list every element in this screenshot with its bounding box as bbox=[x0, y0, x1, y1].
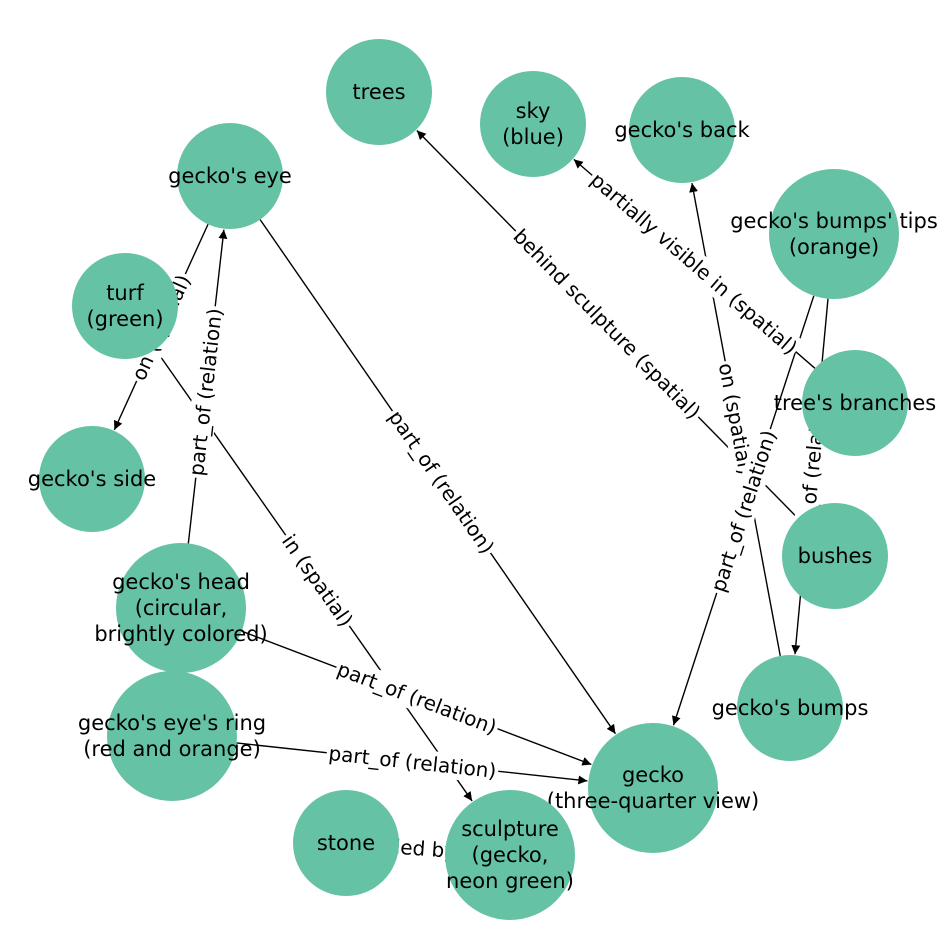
node-circle bbox=[39, 426, 145, 532]
graph-node: gecko's bumps bbox=[712, 655, 869, 761]
node-circle bbox=[588, 723, 718, 853]
graph-node: gecko's head(circular,brightly colored) bbox=[94, 543, 268, 673]
graph-node: turf(green) bbox=[72, 253, 178, 359]
edge-label-background bbox=[712, 358, 760, 480]
graph-node: tree's branches bbox=[774, 350, 937, 456]
edge-label-group: part_of (relation) bbox=[331, 655, 503, 741]
edge-label-group: part_of (relation) bbox=[182, 304, 229, 480]
edge-label-background bbox=[275, 527, 360, 634]
graph-node: gecko's bumps' tips(orange) bbox=[730, 169, 938, 299]
node-label-line: (gecko, bbox=[472, 843, 549, 867]
edge-label: part_of (relation) bbox=[384, 406, 500, 558]
node-label-line: (circular, bbox=[135, 596, 228, 620]
edge-label-background bbox=[506, 222, 708, 426]
graph-node: sculpture(gecko,neon green) bbox=[445, 790, 575, 920]
node-circle bbox=[480, 71, 586, 177]
edge-label-background bbox=[381, 403, 502, 561]
node-label-line: gecko's back bbox=[614, 118, 750, 142]
node-circle bbox=[293, 790, 399, 896]
node-circle bbox=[326, 39, 432, 145]
node-label-line: gecko's head bbox=[112, 570, 250, 594]
node-circle bbox=[802, 350, 908, 456]
node-circle bbox=[107, 671, 237, 801]
node-label-line: sculpture bbox=[461, 817, 559, 841]
node-label-line: (red and orange) bbox=[83, 737, 261, 761]
edge-labels-layer: on (spatial)part_of (relation)part_of (r… bbox=[124, 165, 833, 871]
node-circle bbox=[769, 169, 899, 299]
node-circle bbox=[782, 503, 888, 609]
node-circle bbox=[116, 543, 246, 673]
edge-label-background bbox=[182, 304, 229, 480]
node-circle bbox=[445, 790, 575, 920]
edge-label-group: part_of (relation) bbox=[325, 739, 500, 785]
node-circle bbox=[72, 253, 178, 359]
node-circle bbox=[629, 77, 735, 183]
node-circle bbox=[737, 655, 843, 761]
graph-node: gecko's eye bbox=[168, 123, 292, 229]
node-label-line: (green) bbox=[86, 307, 163, 331]
graph-node: bushes bbox=[782, 503, 888, 609]
node-label-line: brightly colored) bbox=[94, 622, 267, 646]
edge-label: part_of (relation) bbox=[334, 657, 500, 739]
nodes-layer: trees sky(blue) gecko's back gecko's eye gec… bbox=[28, 39, 938, 920]
edge-label-background bbox=[325, 739, 500, 785]
edge-label-background bbox=[704, 424, 783, 598]
node-label-line: (three-quarter view) bbox=[547, 789, 759, 813]
graph-node: sky(blue) bbox=[480, 71, 586, 177]
node-label-line: gecko's bumps bbox=[712, 696, 869, 720]
node-label-line: turf bbox=[106, 281, 144, 305]
graph-node: gecko's back bbox=[614, 77, 751, 183]
graph-node: gecko(three-quarter view) bbox=[547, 723, 759, 853]
edge-label: part_of (relation) bbox=[184, 307, 227, 477]
edge-label-group: part_of (relation) bbox=[381, 403, 502, 561]
node-label-line: tree's branches bbox=[774, 391, 937, 415]
node-label-line: bushes bbox=[798, 544, 873, 568]
graph-node: gecko's eye's ring(red and orange) bbox=[78, 671, 266, 801]
node-label-line: stone bbox=[317, 831, 375, 855]
graph-node: trees bbox=[326, 39, 432, 145]
node-label-line: (orange) bbox=[789, 235, 879, 259]
node-label-line: trees bbox=[352, 80, 405, 104]
node-label-line: gecko's bumps' tips bbox=[730, 209, 938, 233]
node-label-line: gecko's eye's ring bbox=[78, 711, 266, 735]
edge-label-group: in (spatial) bbox=[275, 527, 360, 634]
node-label-line: sky bbox=[516, 99, 551, 123]
edge-label: in (spatial) bbox=[277, 530, 358, 631]
node-label-line: (blue) bbox=[502, 125, 564, 149]
graph-node: stone bbox=[293, 790, 399, 896]
edge-label-background bbox=[583, 165, 805, 362]
node-label-line: gecko's side bbox=[28, 467, 156, 491]
node-label-line: gecko bbox=[622, 763, 684, 787]
edge-label-background bbox=[331, 655, 503, 741]
node-label-line: gecko's eye bbox=[168, 164, 292, 188]
graph-node: gecko's side bbox=[28, 426, 156, 532]
node-label-line: neon green) bbox=[446, 869, 574, 893]
node-circle bbox=[177, 123, 283, 229]
edge-label: part_of (relation) bbox=[327, 741, 497, 783]
